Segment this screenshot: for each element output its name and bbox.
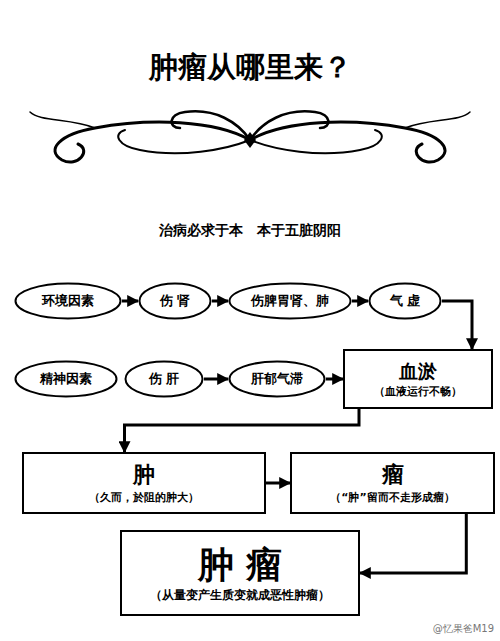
flow-arrow: [360, 514, 466, 573]
cause-ellipse: 精神因素: [14, 360, 118, 398]
cause-ellipse: 伤脾胃肾、肺: [228, 282, 352, 320]
subtitle-note: 治病必求于本 本于五脏阴阳: [0, 222, 500, 240]
flow-arrow: [266, 482, 290, 485]
process-box: 肿 瘤 （从量变产生质变就成恶性肿瘤）: [120, 530, 360, 616]
flow-arrow: [122, 300, 138, 303]
flow-arrow: [326, 378, 343, 381]
node-heading: 瘤: [382, 462, 404, 488]
node-heading: 伤 肝: [149, 371, 180, 387]
node-heading: 精神因素: [40, 371, 92, 387]
flow-arrow: [442, 301, 472, 349]
flow-arrow: [212, 300, 228, 303]
node-heading: 伤 肾: [160, 293, 191, 309]
node-note: （血液运行不畅）: [374, 385, 462, 398]
node-heading: 肝郁气滞: [251, 371, 303, 387]
diagram-title: 肿瘤从哪里来？: [0, 48, 500, 88]
cause-ellipse: 环境因素: [14, 282, 122, 320]
process-box: 瘤 （“肿”留而不走形成瘤）: [290, 452, 495, 514]
cause-ellipse: 伤 肝: [124, 360, 204, 398]
cause-ellipse: 伤 肾: [138, 282, 212, 320]
node-heading: 气 虚: [390, 293, 421, 309]
node-heading: 血淤: [399, 360, 437, 383]
node-heading: 伤脾胃肾、肺: [251, 293, 329, 309]
flow-arrow: [204, 378, 228, 381]
node-note: （久而，於阻的肿大）: [89, 491, 199, 504]
watermark: @忆果爸M19: [433, 622, 494, 636]
flow-arrow: [352, 300, 368, 303]
node-note: （从量变产生质变就成恶性肿瘤）: [150, 588, 330, 602]
node-note: （“肿”留而不走形成瘤）: [330, 491, 454, 504]
node-heading: 环境因素: [42, 293, 94, 309]
node-heading: 肿: [133, 462, 155, 488]
flow-arrow: [125, 409, 360, 452]
process-box: 血淤 （血液运行不畅）: [343, 349, 493, 409]
process-box: 肿 （久而，於阻的肿大）: [22, 452, 266, 514]
node-heading: 肿 瘤: [198, 543, 283, 586]
cause-ellipse: 气 虚: [368, 282, 442, 320]
cause-ellipse: 肝郁气滞: [228, 360, 326, 398]
